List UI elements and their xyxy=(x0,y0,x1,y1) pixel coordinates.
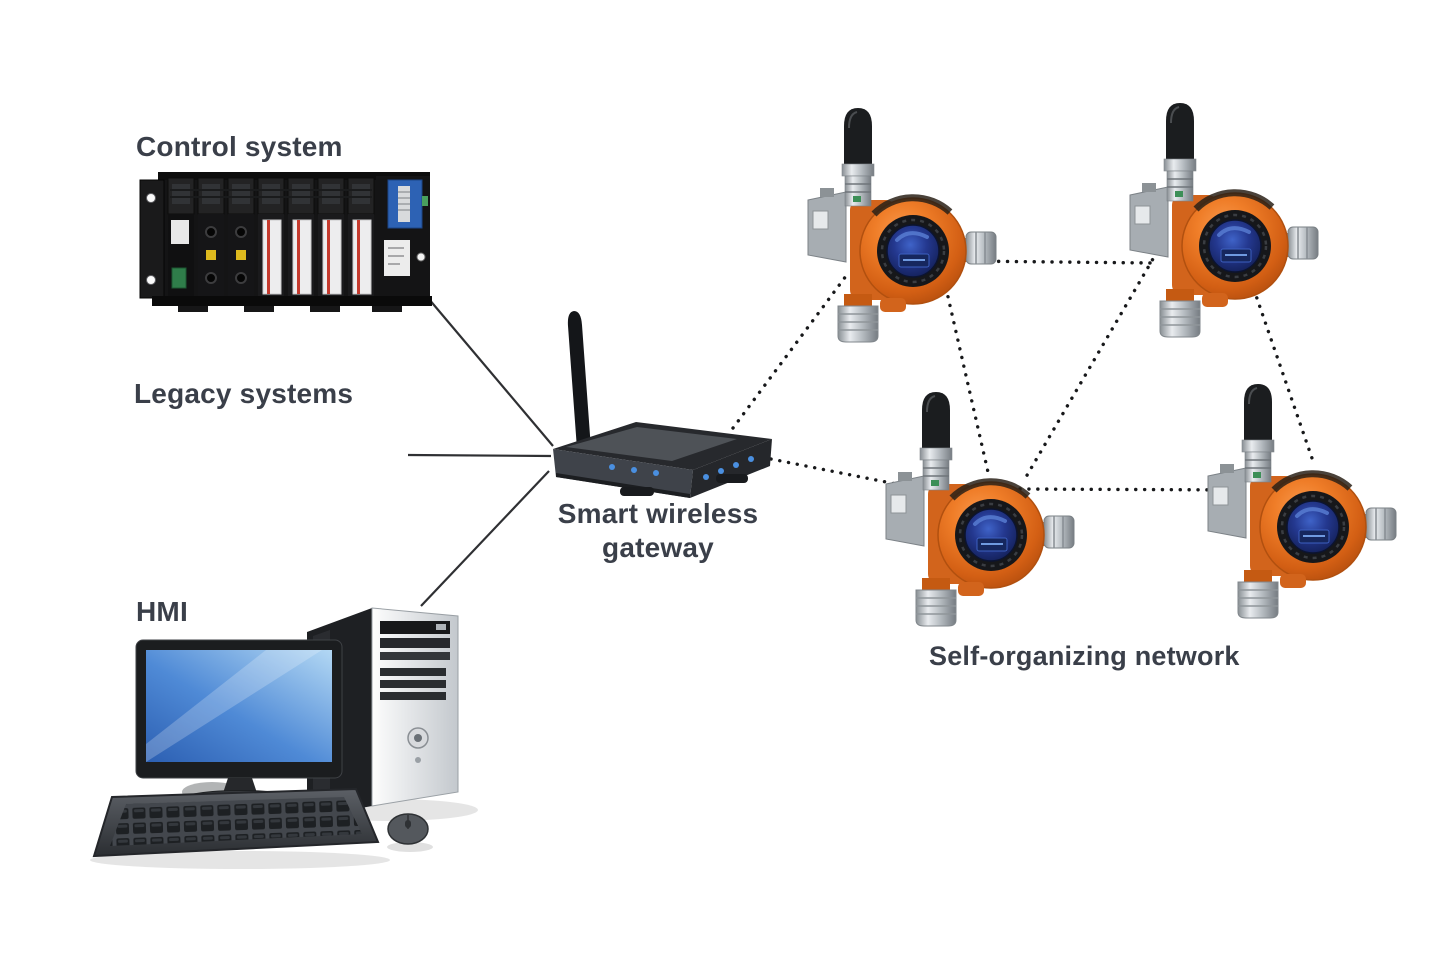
mesh-detector-top-left-to-bottom-center xyxy=(944,286,990,474)
hmi-mouse xyxy=(387,813,433,852)
wired-connections xyxy=(407,278,554,607)
wire-legacy-systems-to-gateway xyxy=(407,453,552,458)
mesh-gateway-to-detector-bottom-center xyxy=(769,457,908,488)
wireless-gateway-icon xyxy=(553,311,772,498)
gas-detector-top-left-icon xyxy=(808,108,996,342)
hmi-monitor xyxy=(135,639,343,808)
mesh-detector-top-right-to-bottom-right xyxy=(1249,279,1316,466)
plc-module-headers xyxy=(167,177,375,215)
hmi-label: HMI xyxy=(136,596,188,627)
wireless-connections xyxy=(731,250,1316,492)
plc-modules xyxy=(168,214,374,300)
gateway-antenna xyxy=(567,311,591,449)
hmi-computer-icon xyxy=(90,607,478,869)
self-organizing-network-label: Self-organizing network xyxy=(929,641,1240,671)
wire-control-system-to-gateway xyxy=(411,278,554,447)
wire-hmi-to-gateway xyxy=(420,470,550,607)
gateway-label: Smart wireless gateway xyxy=(505,497,811,565)
gateway-status-leds xyxy=(609,456,754,480)
mesh-detector-top-right-to-bottom-center xyxy=(1024,250,1159,479)
mesh-gateway-to-detector-top-left xyxy=(731,274,848,430)
gas-detector-top-right-icon xyxy=(1130,103,1318,337)
plc-comms-module xyxy=(376,176,430,302)
legacy-systems-label: Legacy systems xyxy=(134,378,354,409)
hmi-keyboard xyxy=(90,787,390,869)
gateway-label-line2: gateway xyxy=(602,532,714,563)
gas-detector-bottom-center-icon xyxy=(886,392,1074,626)
control-system-rack-icon xyxy=(139,172,432,312)
gateway-label-line1: Smart wireless xyxy=(557,498,759,529)
control-system-label: Control system xyxy=(136,131,343,162)
gas-detector-bottom-right-icon xyxy=(1208,384,1396,618)
